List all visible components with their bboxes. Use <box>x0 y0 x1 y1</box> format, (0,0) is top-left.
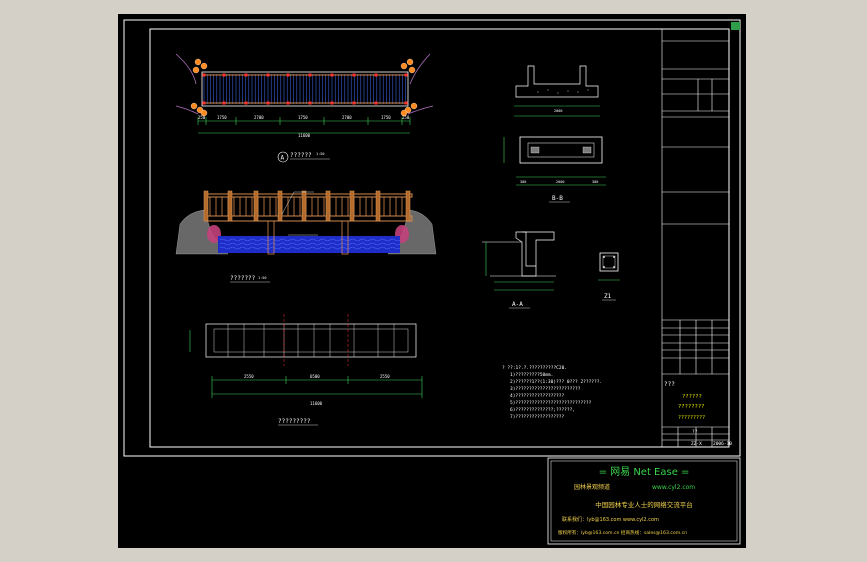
project-name: ?????? <box>682 394 702 400</box>
railing-post <box>227 190 233 222</box>
railing-post <box>405 190 411 222</box>
plan-dim-label: 2700 <box>254 115 264 120</box>
plan-dim-label: 250 <box>198 115 206 120</box>
railing-post <box>277 190 283 222</box>
water-wave <box>219 246 401 250</box>
watermark-contact-2: 版权所有：lyb@163.com.cn 招商热线：sales@163.com.c… <box>558 529 687 536</box>
railing-post <box>325 190 331 222</box>
bb-dim-3: 300 <box>592 180 598 184</box>
railing-post <box>349 190 355 222</box>
title-block <box>661 29 729 447</box>
section-bb: 2000 300 2000 300 B-B <box>503 65 606 203</box>
bridge-elevation-view: ??????? 1:50 <box>175 190 437 283</box>
column-label: Z1 <box>604 293 612 300</box>
foundation-label: ????????? <box>278 418 311 425</box>
foundation-dim-1: 2550 <box>244 374 254 379</box>
railing-post <box>375 190 381 222</box>
note-line: 1)?????????50mm. <box>510 372 553 378</box>
bb-top-dim: 2000 <box>554 109 562 113</box>
section-callout-icon <box>277 151 289 163</box>
watermark-url: www.cyl2.com <box>652 484 695 491</box>
railing-post-mark <box>374 73 378 77</box>
drawing-code: ZZ-X <box>691 441 702 447</box>
railing-post-mark <box>330 73 334 77</box>
bridge-plan-view: 250 1750 2700 1750 2700 1750 250 11600 A ?????… <box>175 53 434 163</box>
plan-dim-label: 1750 <box>381 115 391 120</box>
design-notes: ? ??:1?.?.??????????C20. 1)?????????50mm… <box>502 365 602 420</box>
section-aa-label: A-A <box>512 301 523 308</box>
plan-dim-label: 1750 <box>298 115 308 120</box>
foundation-plan: 2550 6500 2550 11600 ????????? <box>189 314 423 426</box>
watermark-contact: 联系我们：lyb@163.com www.cyl2.com <box>562 516 659 523</box>
plan-view-scale: 1:50 <box>316 152 324 156</box>
watermark-heading: = 网易 Net Ease = <box>599 466 690 478</box>
drawing-date: 2006-10 <box>713 441 732 447</box>
railing-post-mark <box>222 73 226 77</box>
note-line: 6)??????????????;??????, <box>510 407 575 413</box>
railing-post-mark <box>286 101 290 105</box>
bb-dim-1: 300 <box>520 180 526 184</box>
plan-dim-label: 2700 <box>342 115 352 120</box>
section-aa: A-A <box>482 231 556 309</box>
stamp-text: ??? <box>664 381 675 388</box>
watermark-banner: = 网易 Net Ease = 园林景观频道 www.cyl2.com 中国园林… <box>547 457 741 545</box>
elevation-scale: 1:50 <box>258 276 266 280</box>
railing-post-mark <box>244 101 248 105</box>
plan-total-dim: 11600 <box>298 133 311 138</box>
foundation-dim-3: 2550 <box>380 374 390 379</box>
railing-post-mark <box>404 101 408 105</box>
foundation-total-dim: 11600 <box>310 401 323 406</box>
railing-post-mark <box>222 101 226 105</box>
railing-post <box>253 190 259 222</box>
section-callout-letter: A <box>281 155 285 162</box>
plan-dim-label: 250 <box>402 115 410 120</box>
railing-post-mark <box>352 73 356 77</box>
water-wave <box>219 242 401 246</box>
railing-post-mark <box>308 73 312 77</box>
cad-drawing: ??? ?????? ???????? ????????? ?? ZZ-X 20… <box>123 19 741 545</box>
outer-frame <box>123 19 741 457</box>
railing-post-mark <box>266 101 270 105</box>
scale-label: ?? <box>692 429 698 435</box>
railing-post-mark <box>352 101 356 105</box>
cad-viewport[interactable]: ??? ?????? ???????? ????????? ?? ZZ-X 20… <box>118 14 746 548</box>
railing-post-mark <box>308 101 312 105</box>
watermark-platform: 中国园林专业人士的网络交流平台 <box>595 500 693 509</box>
plan-dim-label: 1750 <box>217 115 227 120</box>
watermark-left-line: 园林景观频道 <box>574 483 610 491</box>
drawing-frame <box>149 28 730 448</box>
sheet-no: ????????? <box>678 415 705 421</box>
section-bb-label: B-B <box>552 195 563 202</box>
status-indicator-icon <box>731 22 740 30</box>
bb-dim-2: 2000 <box>556 180 564 184</box>
railing-post <box>301 190 307 222</box>
railing-post <box>203 190 209 222</box>
note-line: 3)???????????????????????? <box>510 386 581 392</box>
railing-post-mark <box>244 73 248 77</box>
drawing-name: ???????? <box>678 404 705 410</box>
foundation-dim-2: 6500 <box>310 374 320 379</box>
railing-post-mark <box>330 101 334 105</box>
elevation-label: ??????? <box>230 275 256 282</box>
railing-post-mark <box>286 73 290 77</box>
railing-post-mark <box>202 73 206 77</box>
railing-post-mark <box>266 73 270 77</box>
note-line: 7)?????????????????? <box>510 414 564 420</box>
note-line: 5)???????????????????????????? <box>510 400 592 406</box>
note-line: ? ??:1?.?.??????????C20. <box>502 365 567 371</box>
railing-post-mark <box>374 101 378 105</box>
railing-post-mark <box>404 73 408 77</box>
railing-post-mark <box>202 101 206 105</box>
water-wave <box>219 238 401 242</box>
note-line: 4)?????????????????? <box>510 393 564 399</box>
plan-view-label: ?????? <box>290 152 312 159</box>
note-line: 2)??????1??(1:30)??? 0??? 2??????. <box>510 379 602 385</box>
column-detail-z1: Z1 <box>598 252 620 301</box>
